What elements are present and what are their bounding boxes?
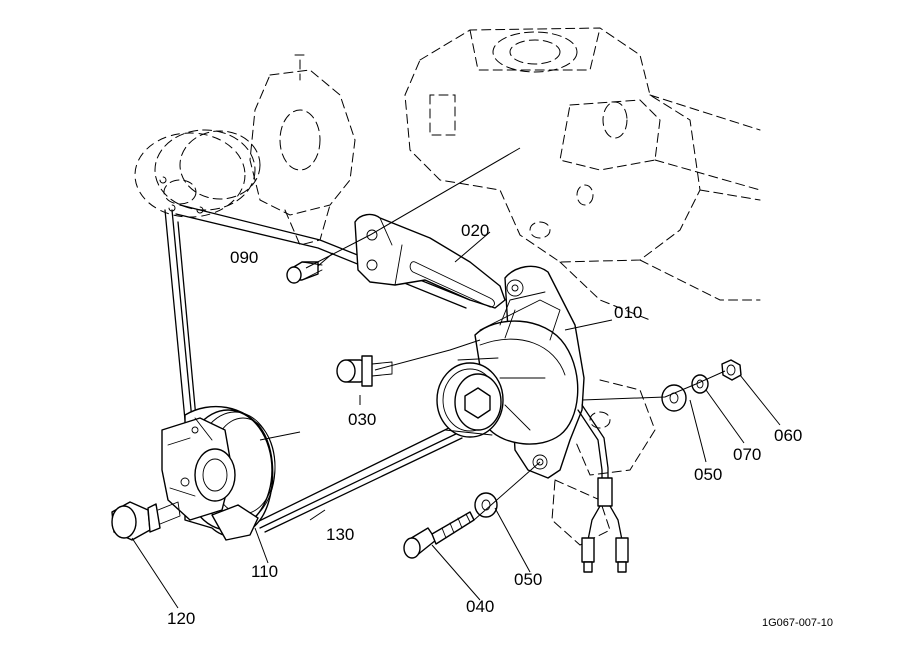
alternator-bracket [354, 213, 506, 309]
callout-060: 060 [774, 426, 802, 445]
alternator [436, 265, 585, 479]
callout-070: 070 [733, 445, 761, 464]
bolt-040 [403, 511, 475, 559]
washer-050-upper [661, 384, 687, 412]
bolt-090 [286, 261, 323, 284]
callout-020: 020 [461, 221, 489, 240]
bolt-120 [111, 501, 181, 541]
washer-050-lower [474, 492, 498, 518]
callout-010: 010 [614, 303, 642, 322]
callout-040: 040 [466, 597, 494, 616]
wiring-lead [577, 404, 629, 573]
engine-block-phantom [404, 27, 761, 546]
callout-120: 120 [167, 609, 195, 628]
callout-130: 130 [326, 525, 354, 544]
drawing-code: 1G067-007-10 [762, 617, 833, 629]
callout-110: 110 [251, 562, 278, 581]
callout-050-upper: 050 [694, 465, 722, 484]
callout-090: 090 [230, 248, 258, 267]
callout-050-lower: 050 [514, 570, 542, 589]
leader-lines [131, 147, 781, 609]
fan-drive-pulley [161, 405, 276, 541]
bolt-030 [336, 355, 393, 387]
lock-washer-070 [691, 374, 709, 394]
callout-labels: 010 020 030 040 050 050 060 070 090 110 … [167, 221, 833, 629]
callout-030: 030 [348, 410, 376, 429]
fan-belt [164, 204, 471, 533]
nut-060 [721, 359, 742, 381]
water-pump-phantom [134, 54, 356, 246]
